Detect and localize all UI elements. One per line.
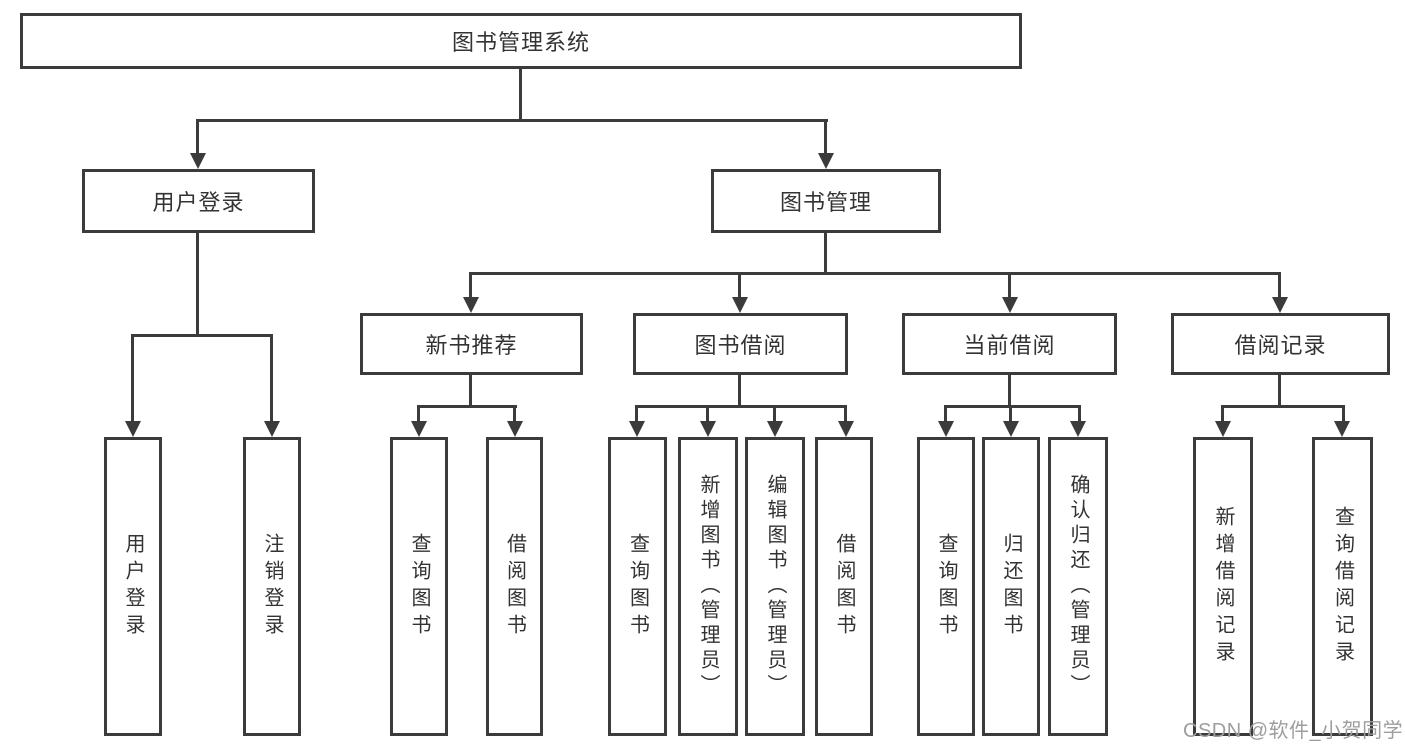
node-library-management-system: 图书管理系统: [20, 13, 1022, 69]
csdn-watermark: CSDN @软件_小贺同学: [1183, 720, 1404, 742]
connector-arrowhead: [767, 421, 783, 437]
leaf-label: 用户登录: [122, 532, 144, 641]
leaf-label: 注销登录: [261, 532, 283, 641]
leaf-label: 借阅图书: [503, 532, 526, 641]
leaf-label: 借阅图书: [833, 532, 855, 641]
connector-line: [513, 405, 516, 425]
connector-line: [469, 272, 472, 300]
connector-arrowhead: [411, 421, 427, 437]
leaf-confirm-return-admin: 确认归还（管理员）: [1048, 437, 1108, 736]
connector-arrowhead: [1002, 297, 1018, 313]
leaf-logout: 注销登录: [243, 437, 301, 736]
leaf-query-borrow-record: 查询借阅记录: [1312, 437, 1373, 736]
connector-arrowhead: [700, 421, 716, 437]
connector-arrowhead: [818, 153, 834, 169]
connector-arrowhead: [125, 421, 141, 437]
connector-arrowhead: [463, 297, 479, 313]
connector-line: [944, 405, 1081, 408]
leaf-return-books: 归还图书: [982, 437, 1040, 736]
connector-line: [738, 272, 741, 300]
leaf-borrow-books-recommend: 借阅图书: [486, 437, 543, 736]
node-book-borrowing: 图书借阅: [633, 313, 848, 375]
leaf-label: 查询图书: [408, 532, 430, 641]
leaf-add-books-admin: 新增图书（管理员）: [678, 437, 738, 736]
connector-line: [1221, 405, 1224, 425]
connector-arrowhead: [1070, 421, 1086, 437]
connector-arrowhead: [507, 421, 523, 437]
leaf-label: 查询图书: [626, 532, 649, 641]
connector-line: [824, 119, 827, 157]
connector-line: [824, 233, 827, 275]
leaf-label: 新增图书（管理员）: [697, 474, 719, 699]
connector-line: [635, 405, 638, 425]
connector-line: [773, 405, 776, 425]
connector-line: [1221, 405, 1345, 408]
connector-arrowhead: [264, 421, 280, 437]
connector-line: [270, 334, 273, 425]
connector-line: [1278, 375, 1281, 408]
node-label: 图书借阅: [694, 333, 787, 358]
connector-arrowhead: [1215, 421, 1231, 437]
connector-line: [1342, 405, 1345, 425]
node-label: 当前借阅: [963, 333, 1056, 358]
node-borrowing-records: 借阅记录: [1171, 313, 1390, 375]
node-label: 借阅记录: [1234, 333, 1327, 358]
connector-line: [1008, 272, 1011, 300]
connector-line: [1009, 405, 1012, 425]
connector-arrowhead: [190, 153, 206, 169]
node-current-borrowing: 当前借阅: [902, 313, 1117, 375]
connector-line: [1278, 272, 1281, 300]
leaf-label: 新增借阅记录: [1212, 505, 1234, 668]
leaf-label: 归还图书: [1000, 532, 1022, 641]
leaf-edit-books-admin: 编辑图书（管理员）: [745, 437, 805, 736]
connector-line: [417, 405, 517, 408]
connector-arrowhead: [938, 421, 954, 437]
connector-line: [844, 405, 847, 425]
leaf-borrow-books: 借阅图书: [815, 437, 873, 736]
connector-line: [706, 405, 709, 425]
node-label: 图书管理系统: [451, 30, 590, 55]
connector-arrowhead: [838, 421, 854, 437]
connector-arrowhead: [1272, 297, 1288, 313]
connector-line: [1008, 375, 1011, 408]
connector-line: [417, 405, 420, 425]
leaf-user-login: 用户登录: [104, 437, 162, 736]
connector-line: [131, 334, 273, 337]
connector-arrowhead: [1334, 421, 1350, 437]
leaf-add-borrow-record: 新增借阅记录: [1193, 437, 1253, 736]
connector-arrowhead: [1003, 421, 1019, 437]
connector-line: [196, 119, 199, 157]
leaf-label: 查询图书: [935, 532, 957, 641]
connector-line: [944, 405, 947, 425]
connector-line: [197, 119, 828, 122]
connector-line: [131, 334, 134, 425]
node-new-book-recommend: 新书推荐: [360, 313, 583, 375]
node-label: 新书推荐: [425, 333, 518, 358]
node-book-management: 图书管理: [711, 169, 941, 233]
connector-arrowhead: [629, 421, 645, 437]
connector-arrowhead: [732, 297, 748, 313]
connector-line: [469, 272, 1281, 275]
node-user-login: 用户登录: [82, 169, 315, 233]
connector-line: [738, 375, 741, 408]
leaf-query-books-borrowing: 查询图书: [608, 437, 667, 736]
node-label: 用户登录: [152, 190, 245, 215]
leaf-query-books-recommend: 查询图书: [390, 437, 448, 736]
connector-line: [635, 405, 847, 408]
leaf-query-books-current: 查询图书: [917, 437, 975, 736]
connector-line: [1078, 405, 1081, 425]
connector-line: [196, 233, 199, 337]
leaf-label: 确认归还（管理员）: [1067, 474, 1089, 699]
leaf-label: 查询借阅记录: [1331, 505, 1354, 668]
connector-line: [469, 375, 472, 408]
node-label: 图书管理: [779, 190, 872, 215]
leaf-label: 编辑图书（管理员）: [764, 474, 786, 699]
connector-line: [519, 69, 522, 121]
